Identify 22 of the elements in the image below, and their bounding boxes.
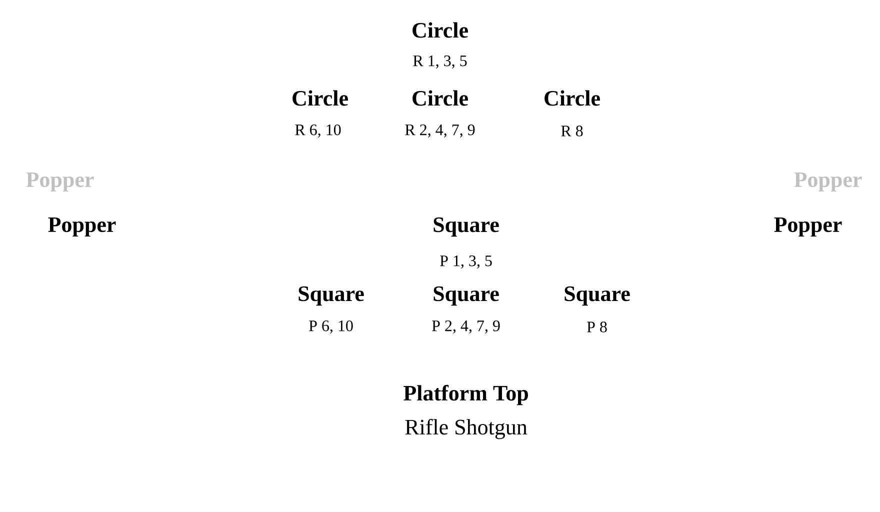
label-text: Square (434, 286, 499, 306)
label-text: Square (434, 217, 499, 237)
note-text: R 8 (561, 126, 583, 136)
label-text: Popper (794, 172, 862, 192)
label-text: Square (564, 286, 630, 306)
note-text: P 1, 3, 5 (440, 255, 492, 269)
label-text: Popper (774, 217, 842, 237)
note-text: P 8 (587, 322, 607, 332)
label-text: Rifle Shotgun (405, 418, 528, 440)
label-text: Circle (544, 90, 600, 106)
note-text: P 2, 4, 7, 9 (432, 320, 500, 334)
label-text: Circle (412, 90, 468, 106)
note-text: R 6, 10 (295, 124, 341, 138)
label-text: Platform Top (404, 384, 528, 406)
note-text: R 1, 3, 5 (413, 55, 467, 69)
note-text: P 6, 10 (309, 320, 353, 334)
note-text: R 2, 4, 7, 9 (405, 124, 475, 138)
label-text: Popper (48, 217, 116, 237)
label-text: Circle (412, 22, 468, 38)
label-text: Circle (292, 90, 348, 106)
label-text: Square (298, 286, 364, 306)
label-text: Popper (26, 172, 94, 192)
